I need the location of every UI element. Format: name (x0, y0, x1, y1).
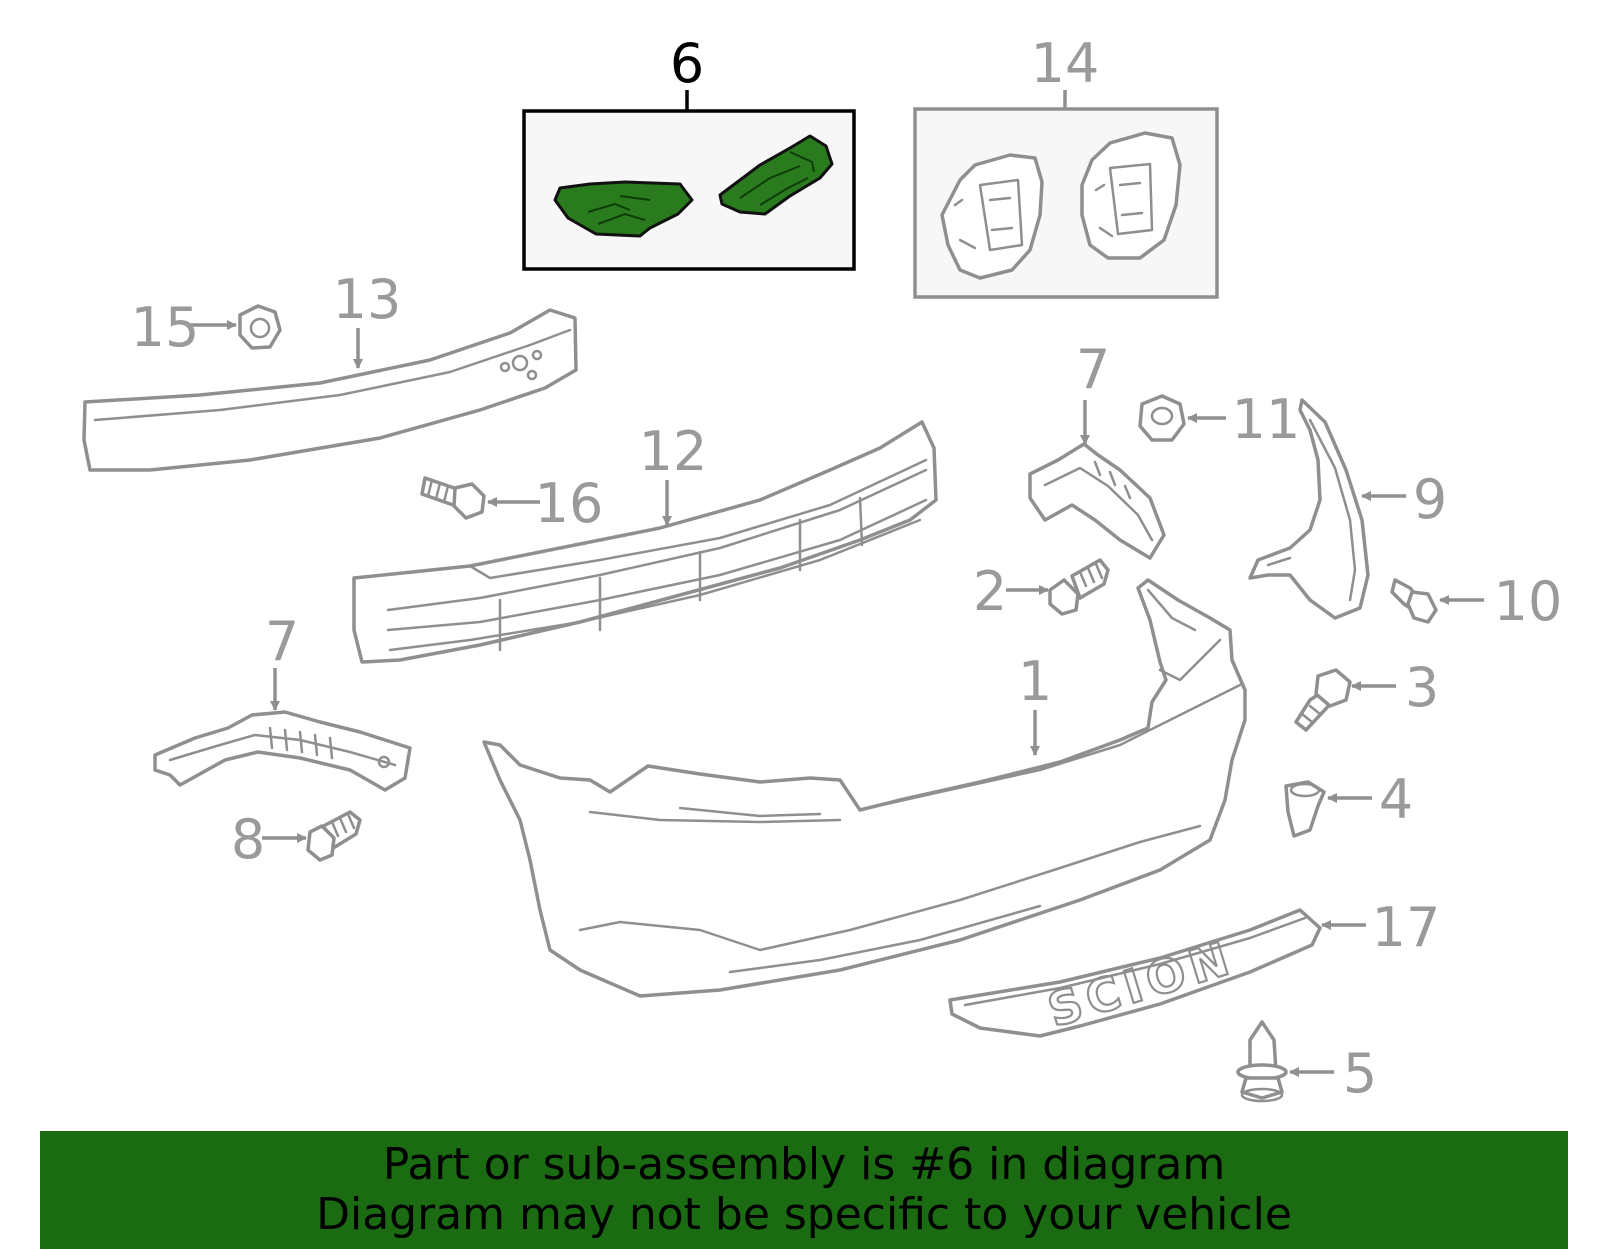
info-banner: Part or sub-assembly is #6 in diagram Di… (40, 1131, 1568, 1249)
part-6-group[interactable]: 6 (522, 32, 856, 271)
callout-10: 10 (1494, 570, 1563, 633)
callout-17: 17 (1372, 896, 1441, 959)
part-10-group[interactable]: 10 (1390, 570, 1563, 633)
banner-line-1: Part or sub-assembly is #6 in diagram (382, 1139, 1226, 1190)
part-7-right-group[interactable]: 7 (1028, 338, 1166, 560)
callout-5: 5 (1343, 1042, 1377, 1105)
callout-8: 8 (231, 808, 265, 871)
callout-7-right: 7 (1076, 338, 1110, 401)
part-9-group[interactable]: 9 (1248, 398, 1447, 620)
callout-7-left: 7 (265, 610, 299, 673)
part-7-left-group[interactable]: 7 (153, 610, 412, 792)
callout-6: 6 (670, 32, 704, 95)
callout-4: 4 (1379, 768, 1413, 831)
part-5-group[interactable]: 5 (1236, 1020, 1377, 1105)
part-4-group[interactable]: 4 (1284, 768, 1413, 838)
callout-1: 1 (1018, 650, 1052, 713)
callout-14: 14 (1031, 32, 1100, 95)
callout-11: 11 (1232, 388, 1301, 451)
part-17-group[interactable]: SCION 17 (948, 896, 1441, 1039)
part-13-group[interactable]: 13 (82, 268, 578, 472)
part-16-group[interactable]: 16 (420, 472, 604, 535)
callout-3: 3 (1405, 656, 1439, 719)
part-3-group[interactable]: 3 (1294, 656, 1439, 732)
callout-15: 15 (131, 296, 200, 359)
callout-12: 12 (639, 420, 708, 483)
part-12-group[interactable]: 12 (352, 420, 938, 664)
callout-16: 16 (535, 472, 604, 535)
callout-13: 13 (333, 268, 402, 331)
callout-9: 9 (1413, 468, 1447, 531)
part-1-group[interactable]: 1 (482, 578, 1247, 998)
part-6-bracket-left (553, 180, 694, 238)
part-14-group[interactable]: 14 (913, 32, 1219, 299)
scion-emblem: SCION (1042, 930, 1241, 1038)
part-8-group[interactable]: 8 (231, 808, 362, 871)
callout-2: 2 (973, 560, 1007, 623)
part-15-group[interactable]: 15 (131, 296, 282, 359)
banner-line-2: Diagram may not be specific to your vehi… (316, 1189, 1292, 1240)
part-2-group[interactable]: 2 (973, 558, 1110, 623)
part-11-group[interactable]: 11 (1138, 388, 1301, 451)
